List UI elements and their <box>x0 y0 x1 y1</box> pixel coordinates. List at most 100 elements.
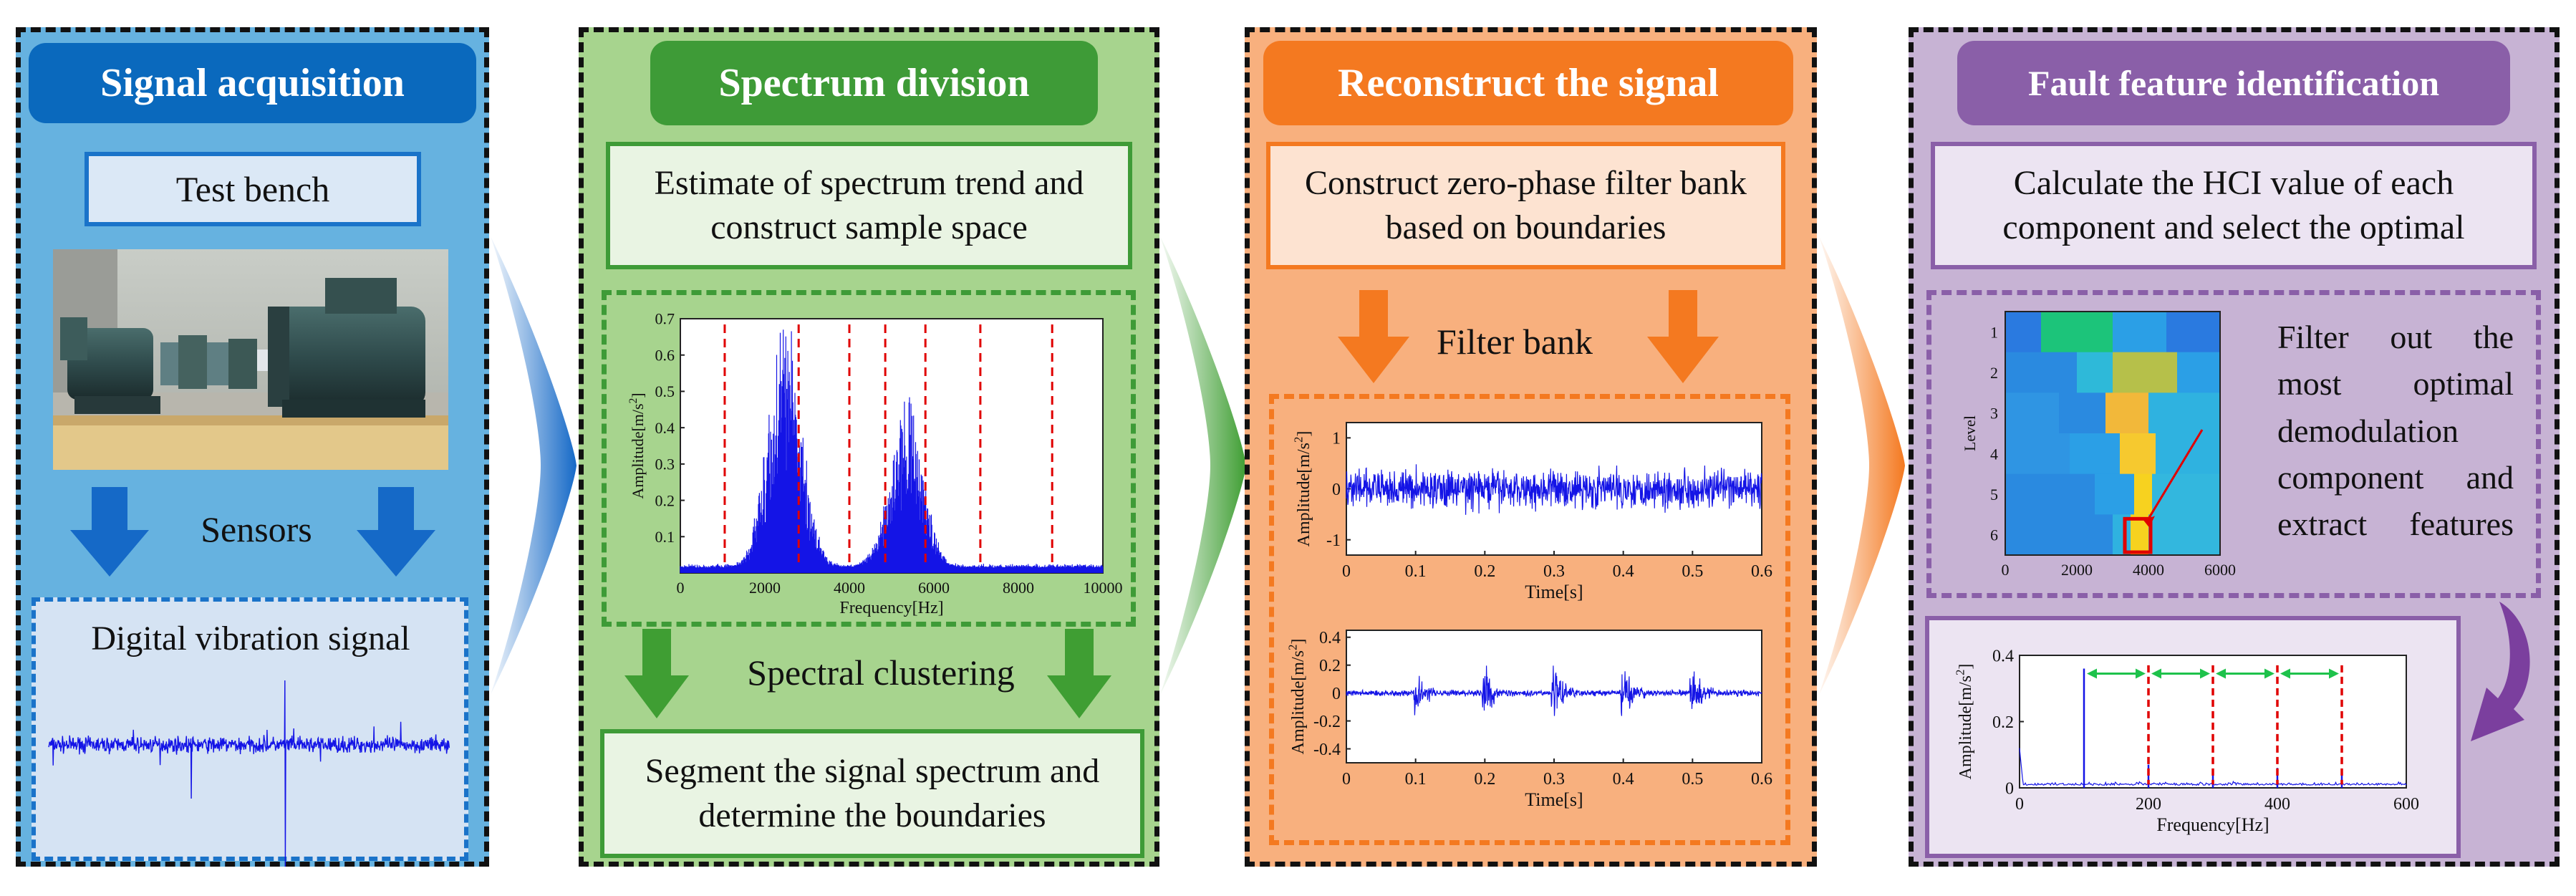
down-arrow-green-right <box>1047 629 1111 718</box>
x-tick-label: 600 <box>2393 795 2419 814</box>
x-tick-label: 0.5 <box>1682 562 1703 581</box>
kurtogram-y-label: Level <box>1961 415 1979 451</box>
x-tick-label: 0.4 <box>1613 770 1634 789</box>
heatmap-cell <box>2005 312 2041 353</box>
y-axis-label: Amplitude[m/s2] <box>1291 431 1313 547</box>
y-tick-label: 0.2 <box>1319 657 1341 675</box>
level-tick-label: 4 <box>1990 445 1998 463</box>
heatmap-cell <box>2005 352 2077 393</box>
y-tick-label: 0.5 <box>655 382 675 400</box>
level-tick-label: 2 <box>1990 364 1998 382</box>
x-tick-label: 0.1 <box>1405 770 1427 789</box>
heatmap-cell <box>2148 514 2220 556</box>
y-tick-label: 0.4 <box>1319 629 1341 647</box>
heatmap-cell <box>2120 433 2156 475</box>
period-arrow-head-right <box>2136 668 2146 679</box>
spectrum-trend-box: Estimate of spectrum trend and construct… <box>606 142 1132 269</box>
level-tick-label: 6 <box>1990 526 1998 544</box>
x-tick-label: 2000 <box>749 579 781 597</box>
y-axis-label: Amplitude[m/s2] <box>1285 639 1308 755</box>
heatmap-cell <box>2113 312 2166 353</box>
selection-pointer <box>2145 429 2204 524</box>
zero-phase-filter-box: Construct zero-phase filter bank based o… <box>1266 142 1785 269</box>
flow-arrow-3 <box>1819 236 1905 695</box>
heatmap-cell <box>2077 352 2113 393</box>
y-tick-label: 0 <box>1332 685 1341 703</box>
fault-feature-title: Fault feature identification <box>1957 41 2510 125</box>
period-arrow-head-left <box>2216 668 2226 679</box>
filtered-trace-2 <box>1346 665 1762 716</box>
x-tick-label: 0 <box>1342 770 1351 789</box>
x-tick-label: 200 <box>2136 795 2161 814</box>
digital-signal-label: Digital vibration signal <box>91 620 410 657</box>
heatmap-cell <box>2177 352 2220 393</box>
down-arrow-right <box>357 487 435 577</box>
period-arrow-head-right <box>2264 668 2274 679</box>
spectrum-plot-box <box>602 290 1136 627</box>
selected-component <box>2123 516 2153 554</box>
x-tick-label: 10000 <box>1084 579 1123 597</box>
filtered-trace-1 <box>1346 464 1762 515</box>
heatmap-cell <box>2105 392 2148 434</box>
y-tick-label: 0.3 <box>655 456 675 473</box>
x-tick-label: 0 <box>1342 562 1351 581</box>
test-bench-photo <box>53 249 448 470</box>
y-tick-label: -0.4 <box>1313 741 1341 759</box>
segment-spectrum-box: Segment the signal spectrum and determin… <box>600 729 1144 858</box>
period-arrow-head-left <box>2087 668 2097 679</box>
sensors-label: Sensors <box>201 509 312 549</box>
x-tick-label: 0.6 <box>1751 562 1772 581</box>
y-tick-label: -0.2 <box>1313 713 1341 731</box>
kurtogram-x-tick-label: 4000 <box>2133 561 2164 579</box>
x-tick-label: 0.1 <box>1405 562 1427 581</box>
period-arrow-head-right <box>2329 668 2339 679</box>
x-tick-label: 0.3 <box>1543 770 1565 789</box>
heatmap-cell <box>2059 392 2105 434</box>
x-tick-label: 400 <box>2264 795 2290 814</box>
filter-bank-output-box <box>1269 394 1790 845</box>
x-tick-label: 0.2 <box>1474 562 1495 581</box>
x-axis-label: Frequency[Hz] <box>2156 814 2269 835</box>
x-axis-label: Time[s] <box>1525 582 1583 602</box>
down-arrow-orange-left <box>1338 290 1409 383</box>
x-axis-label: Time[s] <box>1525 789 1583 810</box>
x-tick-label: 0.6 <box>1751 770 1772 789</box>
kurtogram-x-tick-label: 2000 <box>2061 561 2093 579</box>
heatmap-cell <box>2095 473 2134 515</box>
heatmap-cell <box>2070 433 2120 475</box>
period-arrow-head-left <box>2280 668 2290 679</box>
heatmap-cell <box>2134 473 2152 515</box>
y-axis-label: Amplitude[m/s2] <box>627 392 647 498</box>
reconstruct-signal-title: Reconstruct the signal <box>1263 41 1793 125</box>
level-tick-label: 3 <box>1990 405 1998 423</box>
hci-value-box: Calculate the HCI value of each componen… <box>1931 142 2537 269</box>
y-tick-label: 0.6 <box>655 346 675 364</box>
down-arrow-green-left <box>624 629 689 718</box>
heatmap-cell <box>2041 312 2113 353</box>
down-arrow-orange-right <box>1647 290 1719 383</box>
heatmap-cell <box>2005 433 2070 475</box>
digital-signal-box <box>32 597 468 861</box>
flow-arrow-1 <box>491 236 577 695</box>
heatmap-cell <box>2166 312 2220 353</box>
x-tick-label: 8000 <box>1003 579 1034 597</box>
heatmap-frame <box>2005 311 2221 556</box>
y-tick-label: 0.4 <box>1992 647 2014 665</box>
x-tick-label: 0.3 <box>1543 562 1565 581</box>
x-tick-label: 0.4 <box>1613 562 1634 581</box>
period-arrow-head-right <box>2200 668 2210 679</box>
filter-bank-label: Filter bank <box>1436 322 1593 362</box>
heatmap-cell <box>2148 392 2220 434</box>
kurtogram-x-tick-label: 6000 <box>2204 561 2236 579</box>
x-tick-label: 0 <box>677 579 685 597</box>
y-tick-label: 0.7 <box>655 310 675 328</box>
level-tick-label: 1 <box>1990 323 1998 341</box>
x-tick-label: 4000 <box>834 579 865 597</box>
y-tick-label: 0.1 <box>655 528 675 546</box>
x-tick-label: 0.2 <box>1474 770 1495 789</box>
raw-signal-trace <box>48 680 450 867</box>
heatmap-cell <box>2113 514 2131 556</box>
